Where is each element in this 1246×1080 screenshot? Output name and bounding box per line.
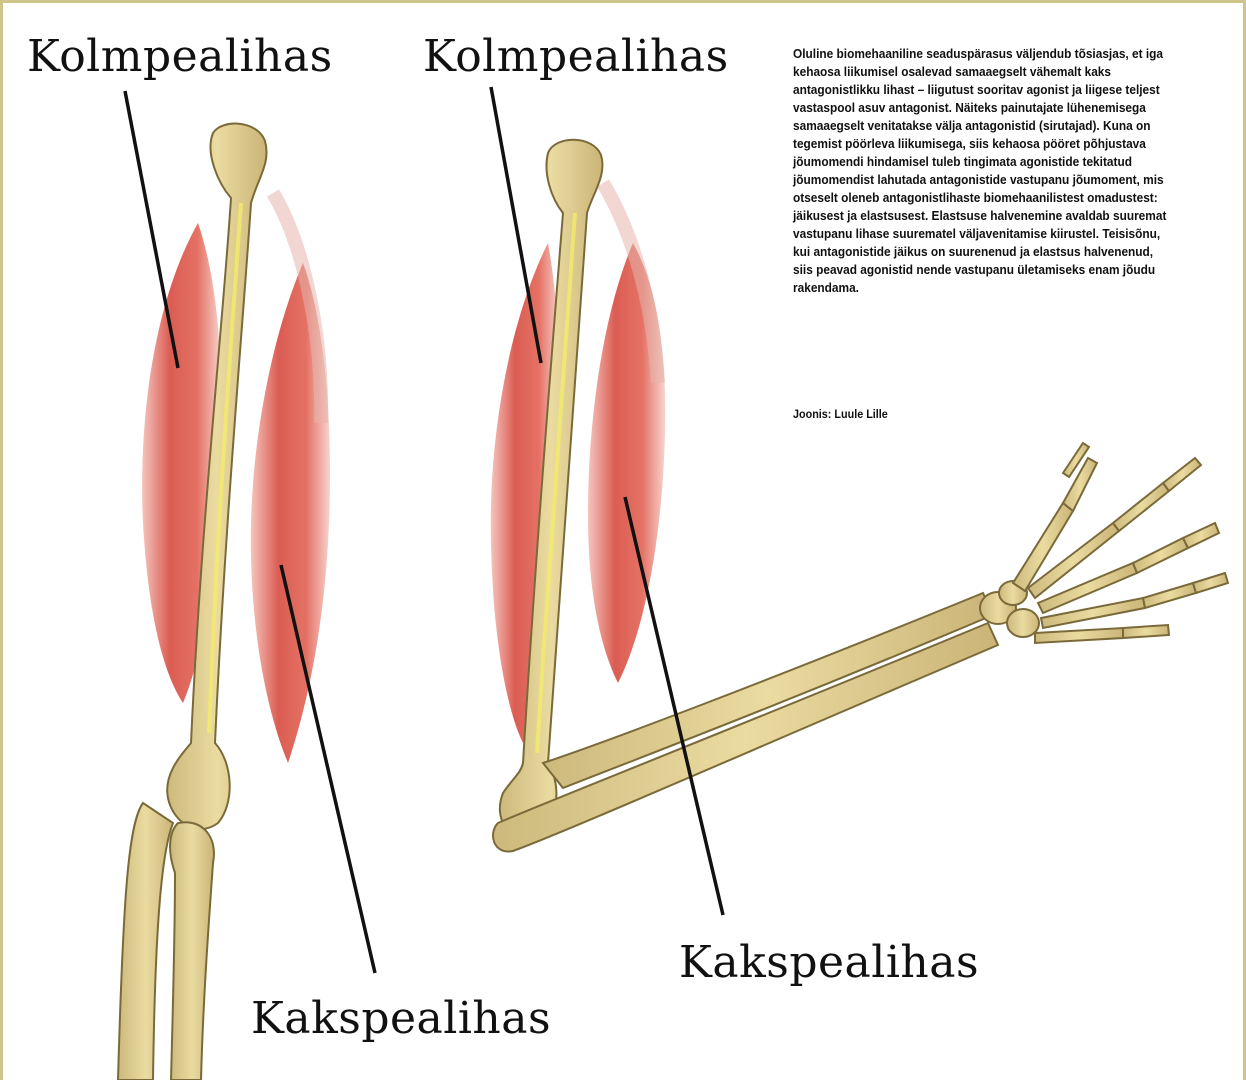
label-biceps-left: Kakspealihas: [251, 993, 551, 1044]
right-ulna-bone: [493, 623, 998, 851]
pointer-line-triceps-left: [125, 91, 178, 368]
pointer-line-triceps-right: [491, 87, 541, 363]
illustration-credit: Joonis: Luule Lille: [793, 407, 888, 421]
left-ulna-bone: [170, 822, 214, 1080]
right-hand-bones: [980, 443, 1228, 643]
pointer-line-biceps-left: [281, 565, 375, 973]
label-triceps-right: Kolmpealihas: [423, 31, 729, 82]
label-triceps-left: Kolmpealihas: [27, 31, 333, 82]
left-radius-bone: [118, 803, 173, 1080]
caption-text: Oluline biomehaaniline seaduspärasus väl…: [793, 45, 1171, 297]
left-arm: [118, 124, 330, 1080]
label-biceps-right: Kakspealihas: [679, 937, 979, 988]
